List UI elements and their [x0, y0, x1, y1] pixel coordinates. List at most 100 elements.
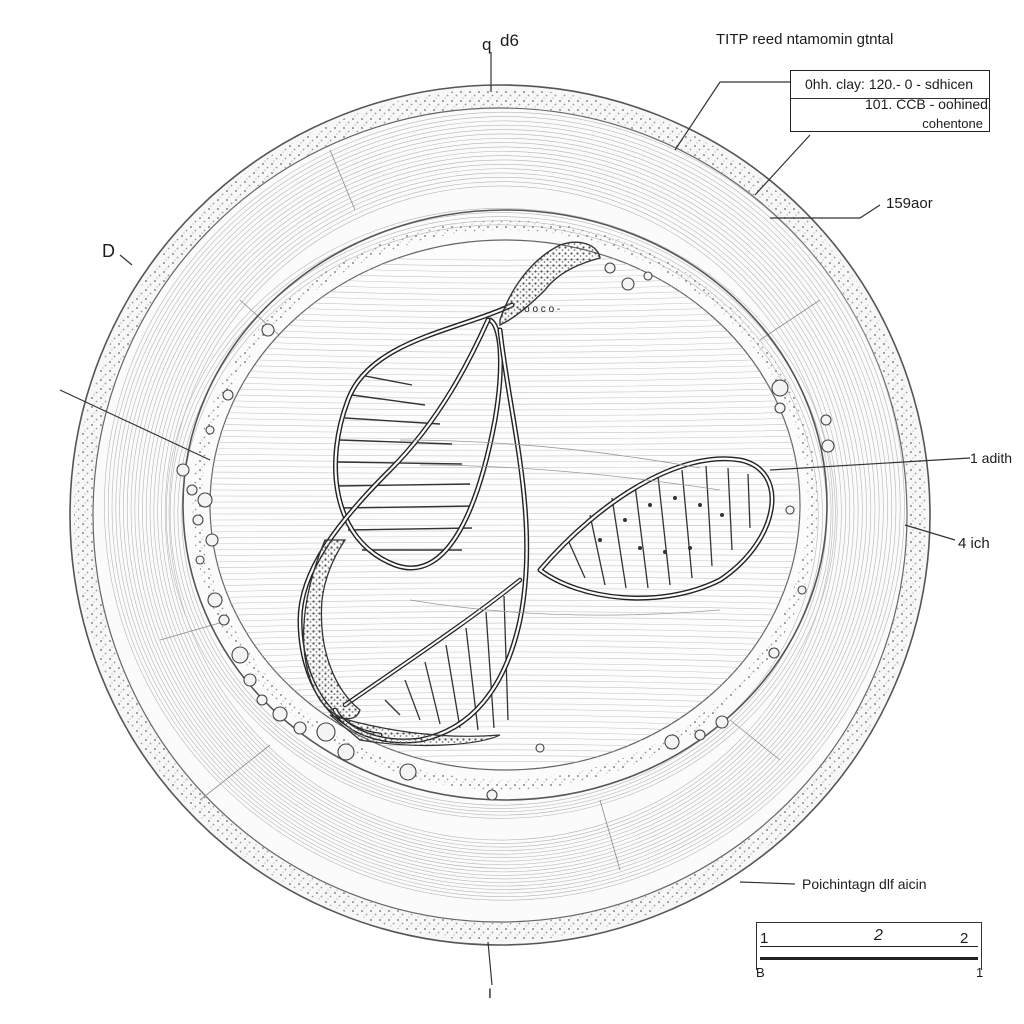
vesicle: [535, 743, 545, 753]
diagram-header: TITP reed ntamomin gtntal: [716, 31, 894, 48]
hatch-line: [210, 327, 800, 336]
hatch-line: [210, 605, 800, 611]
vesicle: [771, 379, 789, 397]
vesicle: [316, 722, 336, 742]
label-inner-small: - o o c o -: [518, 304, 561, 315]
hatch-line: [119, 129, 888, 887]
vesicle: [694, 729, 706, 741]
hatch-line: [210, 489, 800, 491]
legend-line-2: 101. CCB - oohined: [865, 96, 988, 112]
hatch-line: [138, 150, 867, 869]
hatch-line: [210, 381, 800, 388]
legend-divider: [791, 98, 989, 99]
vesicle: [256, 694, 268, 706]
vesicle: [176, 463, 190, 477]
label-top-letter: q: [482, 35, 492, 54]
legend-box: 0hh. clay: 120.- 0 - sdhicen 101. CCB - …: [790, 70, 990, 132]
hatch-line: [210, 417, 800, 422]
vesicle: [337, 743, 355, 761]
scale-bar-thick-line: [760, 957, 978, 960]
vesicle: [486, 789, 498, 801]
hatch-line: [210, 399, 800, 405]
hatch-line: [210, 651, 800, 659]
hatch-line: [210, 530, 800, 533]
hatch-line: [149, 163, 855, 859]
outer-band-hatching: [104, 111, 905, 901]
hatch-line: [210, 453, 800, 457]
hatch-line: [210, 339, 800, 347]
vesicle: [797, 585, 807, 595]
hatch-line: [104, 111, 905, 901]
hatch-line: [153, 168, 851, 855]
hatch-line: [210, 547, 800, 551]
hatch-line: [123, 133, 884, 883]
vesicle: [186, 484, 198, 496]
hatch-line: [210, 447, 800, 451]
vesicle: [643, 271, 653, 281]
hatch-line: [115, 124, 893, 890]
vesicle: [664, 734, 680, 750]
hatch-line: [210, 393, 800, 399]
hatch-line: [107, 116, 901, 897]
hatch-line: [210, 423, 800, 428]
scale-label-middle: 2: [874, 927, 883, 944]
hatch-line: [210, 411, 800, 416]
vesicle: [821, 439, 835, 453]
vesicles: [176, 262, 835, 801]
hatch-line: [210, 441, 800, 445]
hatch-line: [126, 137, 880, 880]
label-right-lower: 4 ich: [958, 535, 990, 552]
label-left-letter: D: [102, 241, 115, 261]
vesicle: [195, 555, 205, 565]
vesicle: [261, 323, 275, 337]
hatch-line: [168, 185, 834, 841]
hatch-line: [210, 387, 800, 393]
hatch-line: [165, 208, 836, 819]
vesicle: [205, 533, 219, 547]
vesicle: [785, 505, 795, 515]
vesicle: [231, 646, 249, 664]
vesicle: [197, 492, 213, 508]
vesicle: [715, 715, 729, 729]
label-right-middle: 1 adith: [970, 450, 1013, 466]
hatch-line: [210, 542, 800, 545]
hatch-line: [142, 155, 863, 866]
vesicle: [774, 402, 786, 414]
hatch-line: [210, 657, 800, 665]
vesicle: [604, 262, 616, 274]
hatch-line: [210, 582, 800, 587]
hatch-line: [210, 524, 800, 527]
label-bottom-right: Poichintagn dlf aicin: [802, 876, 927, 892]
vesicle: [272, 706, 288, 722]
hatch-line: [130, 142, 876, 876]
nuclear-envelope: [182, 209, 828, 801]
hatch-line: [210, 435, 800, 440]
scale-label-bottom-left: B: [756, 965, 765, 980]
hatch-line: [134, 146, 872, 873]
hatch-line: [210, 599, 800, 605]
vesicle: [192, 514, 204, 526]
hatch-line: [210, 477, 800, 480]
scale-bar-frame: [756, 922, 982, 970]
legend-line-1: 0hh. clay: 120.- 0 - sdhicen: [805, 76, 974, 92]
legend-line-3: cohentone: [922, 116, 983, 131]
hatch-line: [210, 519, 800, 521]
hatch-line: [210, 536, 800, 539]
hatch-line: [210, 553, 800, 557]
vesicle: [205, 425, 215, 435]
vesicle: [222, 389, 234, 401]
hatch-line: [210, 565, 800, 569]
hatch-line: [169, 212, 832, 816]
hatch-line: [210, 588, 800, 593]
hatch-line: [210, 674, 800, 683]
dna-double-helix: [297, 241, 775, 747]
vesicle: [243, 673, 257, 687]
leader-lines: [59, 52, 971, 986]
scale-label-left: 1: [760, 930, 769, 947]
label-top-code: d6: [500, 31, 519, 50]
vesicle: [207, 592, 223, 608]
vesicle: [399, 763, 417, 781]
vesicle: [768, 647, 780, 659]
hatch-line: [210, 483, 800, 486]
label-bottom-tick: I: [488, 985, 492, 1001]
